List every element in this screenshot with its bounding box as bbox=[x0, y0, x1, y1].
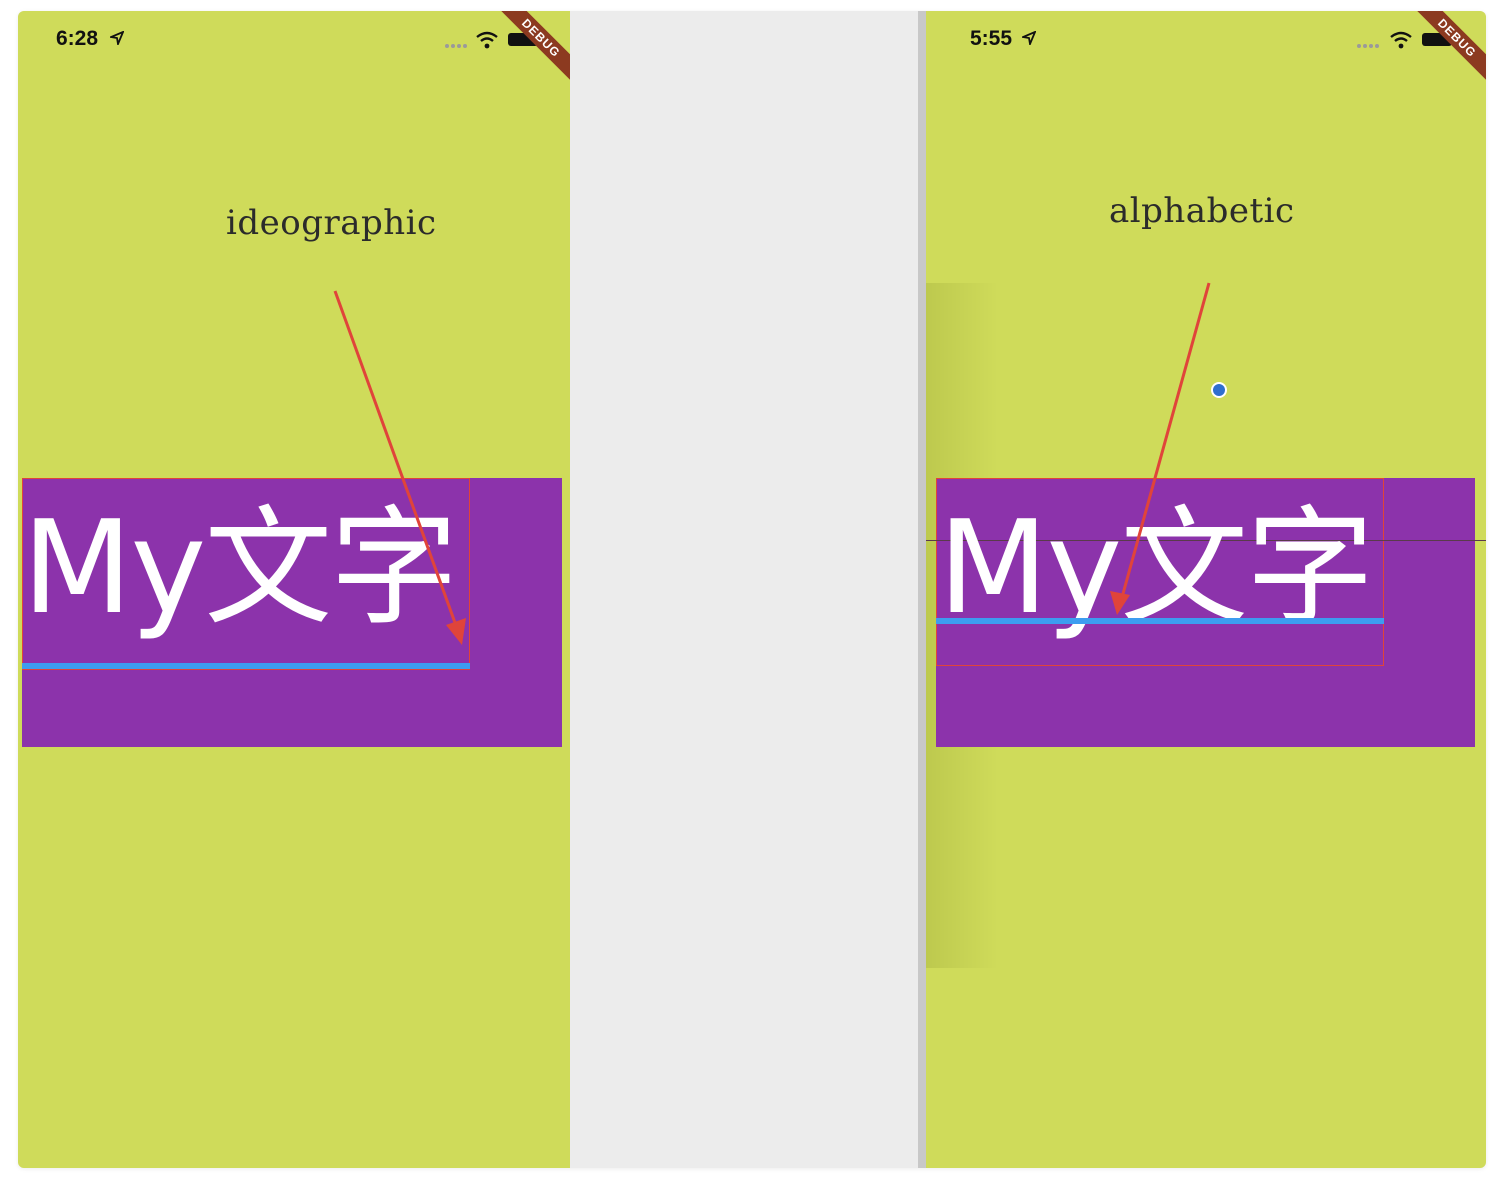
status-bar: 5:55 bbox=[926, 11, 1486, 71]
comparison-frame: 6:28 DEBUG ideographic My文字 bbox=[18, 11, 1486, 1168]
guide-line bbox=[926, 540, 1486, 541]
cursor-dot-icon bbox=[1211, 382, 1227, 398]
signal-icon bbox=[445, 44, 467, 48]
status-time: 6:28 bbox=[56, 27, 99, 50]
screen-divider bbox=[918, 11, 926, 1168]
annotation-arrow-icon bbox=[333, 290, 466, 645]
wifi-icon bbox=[1390, 31, 1412, 49]
sample-text: My文字 bbox=[22, 494, 458, 643]
sample-text: My文字 bbox=[938, 494, 1374, 643]
status-time: 5:55 bbox=[970, 27, 1013, 50]
phone-screen-ideographic: 6:28 DEBUG ideographic My文字 bbox=[18, 11, 570, 1168]
baseline-indicator bbox=[22, 663, 470, 669]
text-bounds-outline bbox=[936, 478, 1384, 666]
purple-container bbox=[22, 478, 562, 747]
annotation-arrow-icon bbox=[1110, 282, 1211, 615]
caption-label: ideographic bbox=[226, 203, 437, 243]
signal-icon bbox=[1357, 44, 1379, 48]
caption-label: alphabetic bbox=[1109, 191, 1295, 231]
location-arrow-icon bbox=[1022, 31, 1036, 45]
phone-screen-alphabetic: 5:55 DEBUG alphabetic My文字 bbox=[926, 11, 1486, 1168]
baseline-indicator bbox=[936, 618, 1384, 624]
purple-container bbox=[936, 478, 1475, 747]
text-bounds-outline bbox=[22, 478, 470, 670]
location-arrow-icon bbox=[110, 31, 124, 45]
wifi-icon bbox=[476, 31, 498, 49]
